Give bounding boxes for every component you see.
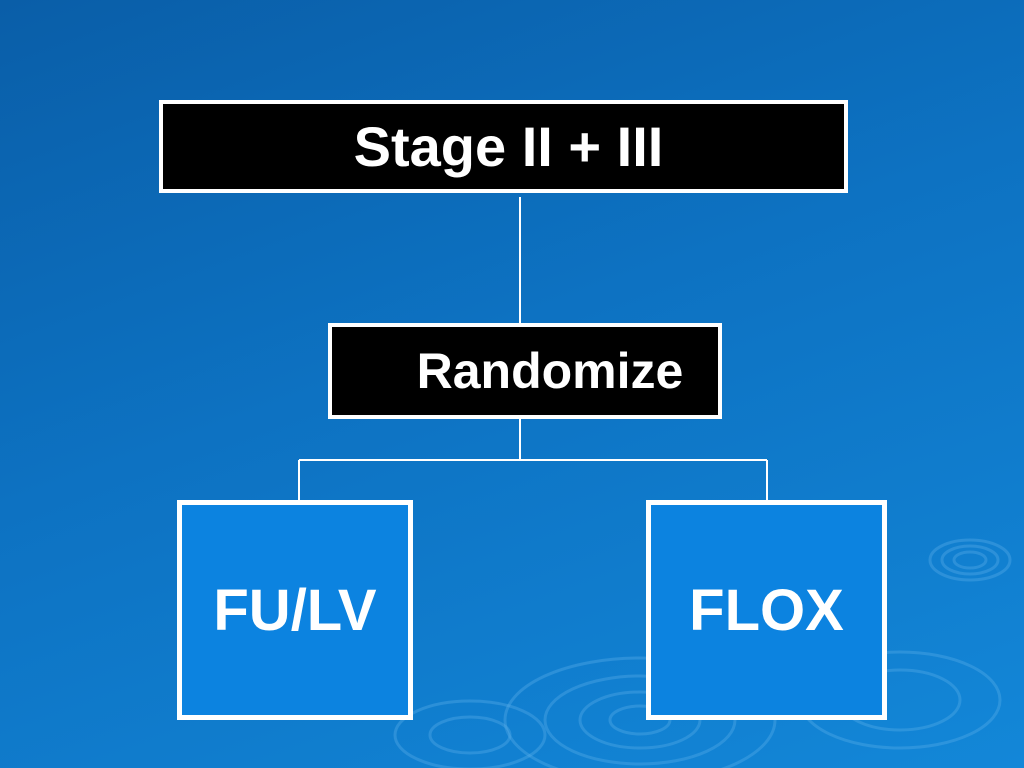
stage-box: Stage II + III bbox=[159, 100, 848, 193]
randomize-label: Randomize bbox=[416, 343, 684, 399]
arm-box-flox: FLOX bbox=[646, 500, 887, 720]
arm-box-fulv: FU/LV bbox=[177, 500, 413, 720]
arm-label-flox: FLOX bbox=[689, 577, 844, 643]
arm-label-fulv: FU/LV bbox=[213, 577, 377, 643]
stage-label: Stage II + III bbox=[353, 115, 664, 178]
randomize-box: Randomize bbox=[328, 323, 722, 419]
